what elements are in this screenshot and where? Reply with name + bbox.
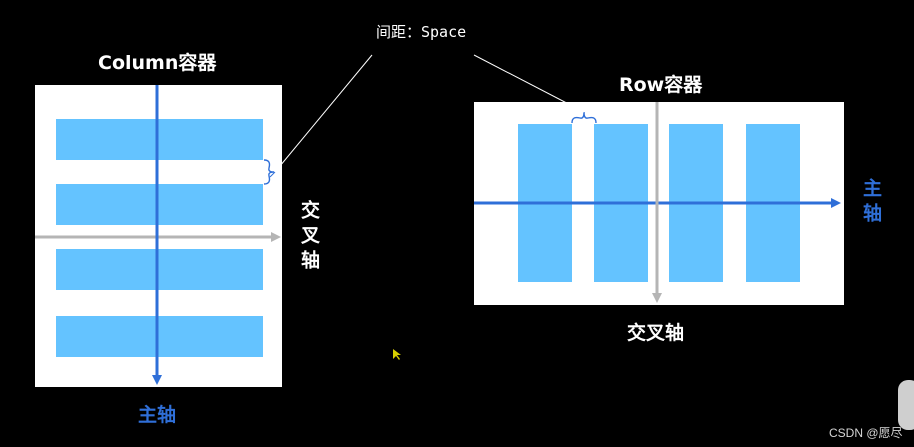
row-cross-axis-label: 交叉轴: [627, 322, 685, 344]
column-child-item: [56, 249, 263, 290]
corner-logo-icon: [898, 380, 914, 430]
mouse-cursor-icon: [393, 349, 401, 360]
row-space-brace: [571, 111, 597, 124]
column-child-item: [56, 119, 263, 160]
row-main-axis-label: 主轴: [860, 178, 882, 228]
column-child-item: [56, 184, 263, 225]
space-connector-line-right: [473, 54, 585, 113]
row-container-title: Row容器: [619, 74, 703, 96]
space-annotation-label: 间距：Space: [376, 23, 467, 41]
space-connector-line-left: [274, 54, 373, 173]
column-main-axis-label: 主轴: [138, 404, 177, 426]
column-cross-axis-label: 交叉轴: [298, 200, 320, 275]
column-container-title: Column容器: [98, 52, 217, 74]
column-child-item: [56, 316, 263, 357]
watermark-text: CSDN @愿尽: [829, 426, 903, 440]
column-space-brace: [263, 159, 275, 185]
